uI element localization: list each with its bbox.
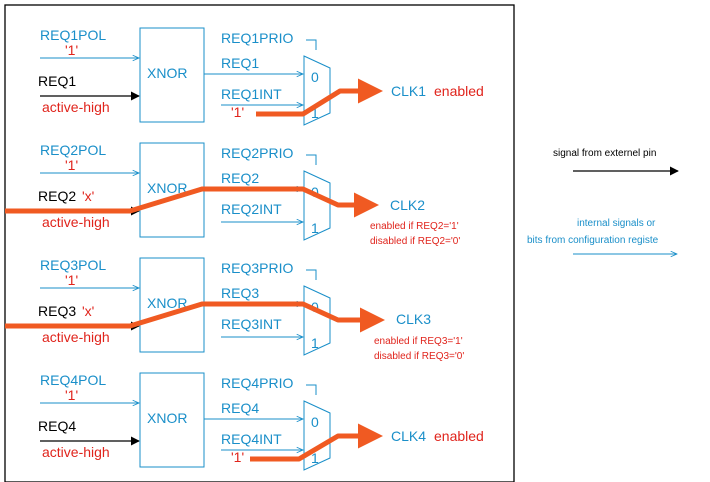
diagram-frame (4, 4, 515, 482)
req4prio-select-line (306, 384, 317, 395)
req1-mux-in0: 0 (311, 69, 319, 85)
req2-mid-label: REQ2 (221, 170, 259, 186)
req1pol-label: REQ1POL (40, 27, 106, 43)
req3prio-select-line (306, 269, 317, 280)
channel-4: REQ4POL '1' REQ4 active-high XNOR REQ4PR… (38, 372, 484, 471)
clk4-label: CLK4 (391, 428, 426, 444)
req1-mid-label: REQ1 (221, 55, 259, 71)
req2-label: REQ2 (38, 188, 76, 204)
clk1-status: enabled (434, 83, 484, 99)
req1-mux-in1: 1 (311, 105, 319, 121)
req4int-value: '1' (231, 449, 244, 465)
req4-mux-in0: 0 (311, 414, 319, 430)
clk3-note-enabled: enabled if REQ3='1' (374, 336, 463, 347)
channel-2: REQ2POL '1' REQ2 'x' active-high XNOR RE… (5, 142, 460, 247)
req4-xnor-label: XNOR (147, 410, 187, 426)
legend-internal-label-1: internal signals or (577, 218, 656, 229)
req4pol-label: REQ4POL (40, 372, 106, 388)
req2-value: 'x' (82, 188, 94, 204)
req1prio-label: REQ1PRIO (221, 30, 293, 46)
clk4-status: enabled (434, 428, 484, 444)
legend-external-label: signal from externel pin (553, 148, 656, 159)
req3-label: REQ3 (38, 303, 76, 319)
req3-mux (303, 285, 331, 356)
req4-polarity: active-high (42, 444, 110, 460)
req1prio-select-line (306, 39, 317, 50)
req2pol-value: '1' (65, 157, 78, 173)
req2-mux-in1: 1 (311, 220, 319, 236)
clk1-label: CLK1 (391, 83, 426, 99)
req2pol-label: REQ2POL (40, 142, 106, 158)
req2-mux (303, 170, 331, 241)
req3-mid-label: REQ3 (221, 285, 259, 301)
req4-mux-in1: 1 (311, 450, 319, 466)
req4-label: REQ4 (38, 418, 76, 434)
req2prio-select-line (306, 154, 317, 165)
req3-active-path (5, 301, 385, 333)
channel-1: REQ1POL '1' REQ1 active-high XNOR REQ1PR… (38, 27, 484, 126)
req3pol-label: REQ3POL (40, 257, 106, 273)
req3-xnor-gate (139, 257, 205, 353)
req2prio-label: REQ2PRIO (221, 145, 293, 161)
req3-value: 'x' (82, 303, 94, 319)
req3prio-label: REQ3PRIO (221, 260, 293, 276)
req4prio-label: REQ4PRIO (221, 375, 293, 391)
req4pol-value: '1' (65, 387, 78, 403)
req3pol-value: '1' (65, 272, 78, 288)
req4int-label: REQ4INT (221, 431, 282, 447)
req2-active-path (5, 186, 379, 218)
clk2-note-disabled: disabled if REQ2='0' (370, 236, 460, 247)
req1-xnor-gate (139, 27, 205, 123)
req3int-label: REQ3INT (221, 316, 282, 332)
clk2-label: CLK2 (390, 197, 425, 213)
req1int-value: '1' (231, 104, 244, 120)
req2-xnor-label: XNOR (147, 180, 187, 196)
req3-mux-in1: 1 (311, 335, 319, 351)
req1pol-value: '1' (65, 42, 78, 58)
req1-label: REQ1 (38, 73, 76, 89)
req3-xnor-label: XNOR (147, 295, 187, 311)
req4-xnor-gate (139, 372, 205, 468)
clk3-note-disabled: disabled if REQ3='0' (374, 351, 464, 362)
req2int-label: REQ2INT (221, 201, 282, 217)
req1-polarity: active-high (42, 99, 110, 115)
req2-polarity: active-high (42, 214, 110, 230)
req1-xnor-label: XNOR (147, 65, 187, 81)
req4-active-path (250, 423, 383, 462)
legend: signal from externel pin internal signal… (527, 148, 679, 254)
req4-mid-label: REQ4 (221, 400, 259, 416)
clk2-note-enabled: enabled if REQ2='1' (370, 221, 459, 232)
req3-polarity: active-high (42, 329, 110, 345)
req1int-label: REQ1INT (221, 86, 282, 102)
req1-active-path (256, 78, 383, 117)
channel-3: REQ3POL '1' REQ3 'x' active-high XNOR RE… (5, 257, 464, 362)
legend-internal-label-2: bits from configuration registe (527, 235, 659, 246)
clk3-label: CLK3 (396, 311, 431, 327)
